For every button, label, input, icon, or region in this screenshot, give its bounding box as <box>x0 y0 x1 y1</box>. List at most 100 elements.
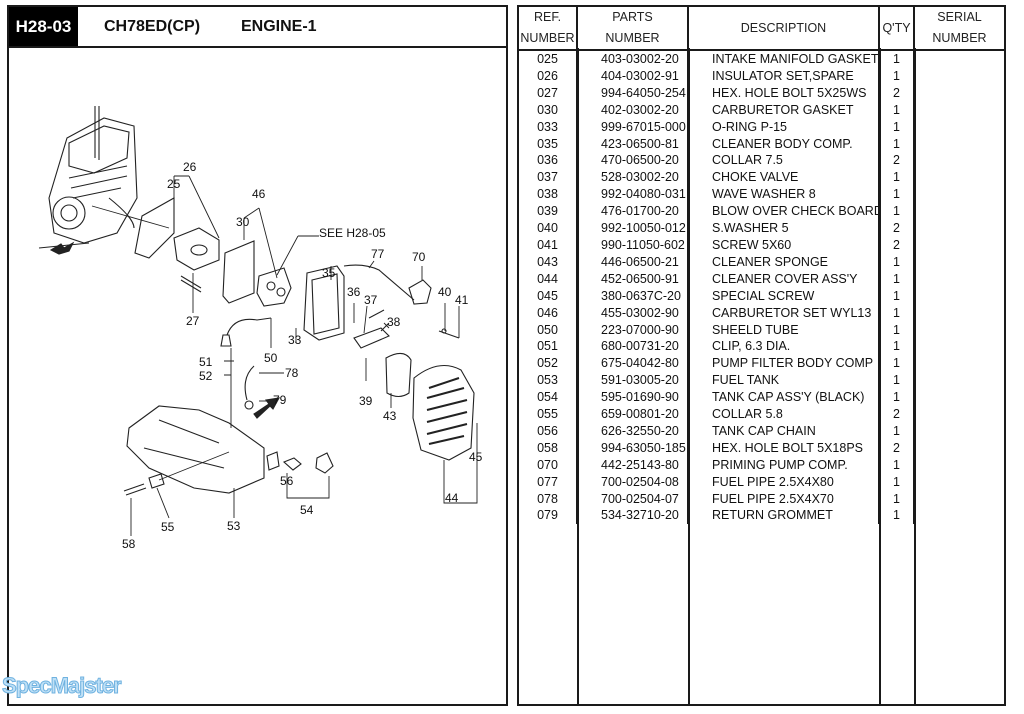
part-number-cell: 994-64050-254 <box>576 84 688 102</box>
arrow-marker <box>49 241 75 255</box>
ref-cell: 044 <box>537 271 558 286</box>
fuel-tank-drawing <box>126 405 265 494</box>
part-number-cell: 591-03005-20 <box>576 372 688 390</box>
callout-25: 25 <box>167 177 181 191</box>
serial-number-cell <box>913 203 1004 221</box>
quantity-cell: 2 <box>878 152 914 170</box>
cleaner-cover-drawing <box>412 364 475 461</box>
description-cell: O-RING P-15 <box>687 118 879 136</box>
arrow-marker <box>253 397 281 419</box>
quantity-cell: 1 <box>878 304 914 322</box>
ref-cell: 041 <box>537 237 558 252</box>
description-cell: WAVE WASHER 8 <box>687 186 879 204</box>
description-cell: SHEELD TUBE <box>687 321 879 339</box>
description-cell: CARBURETOR GASKET <box>687 101 879 119</box>
serial-number-cell <box>913 422 1004 440</box>
part-number-cell: 595-01690-90 <box>576 389 688 407</box>
description-cell: CLEANER COVER ASS'Y <box>687 270 879 288</box>
serial-number-cell <box>913 169 1004 187</box>
quantity-cell: 1 <box>878 67 914 85</box>
page-code-badge: H28-03 <box>9 7 78 46</box>
callout-55: 55 <box>161 520 175 534</box>
description-cell: TANK CAP ASS'Y (BLACK) <box>687 389 879 407</box>
quantity-cell: 1 <box>878 456 914 474</box>
quantity-cell: 1 <box>878 118 914 136</box>
ref-cell: 045 <box>537 288 558 303</box>
callout-54: 54 <box>300 503 314 517</box>
part-number-cell: 700-02504-08 <box>576 473 688 491</box>
callout-51: 51 <box>199 355 213 369</box>
part-number-cell: 675-04042-80 <box>576 355 688 373</box>
part-number-cell: 990-11050-602 <box>576 236 688 254</box>
ref-cell: 043 <box>537 254 558 269</box>
description-cell: FUEL PIPE 2.5X4X70 <box>687 490 879 508</box>
serial-number-cell <box>913 406 1004 423</box>
description-cell: FUEL PIPE 2.5X4X80 <box>687 473 879 491</box>
description-cell: CLIP, 6.3 DIA. <box>687 338 879 356</box>
callout-36: 36 <box>347 285 361 299</box>
column-header-description: DESCRIPTION <box>687 7 879 51</box>
serial-number-cell <box>913 236 1004 254</box>
see-reference-note[interactable]: SEE H28-05 <box>319 226 386 240</box>
serial-number-cell <box>913 270 1004 288</box>
part-number-cell: 403-03002-20 <box>576 50 688 68</box>
callout-43: 43 <box>383 409 397 423</box>
quantity-cell: 1 <box>878 490 914 508</box>
ref-cell: 038 <box>537 187 558 202</box>
description-cell: CARBURETOR SET WYL13 <box>687 304 879 322</box>
carburetor-drawing <box>256 267 292 307</box>
serial-number-cell <box>913 507 1004 525</box>
callout-38: 38 <box>387 315 401 329</box>
description-cell: RETURN GROMMET <box>687 507 879 525</box>
quantity-cell: 1 <box>878 507 914 525</box>
ref-cell: 050 <box>537 322 558 337</box>
part-number-cell: 223-07000-90 <box>576 321 688 339</box>
priming-pump-drawing <box>408 279 432 305</box>
description-cell: TANK CAP CHAIN <box>687 422 879 440</box>
callout-53: 53 <box>227 519 241 533</box>
quantity-cell: 2 <box>878 220 914 237</box>
section-title: ENGINE-1 <box>241 18 317 35</box>
part-number-cell: 423-06500-81 <box>576 135 688 153</box>
callout-45: 45 <box>469 450 483 464</box>
ref-cell: 025 <box>537 52 558 66</box>
serial-number-cell <box>913 50 1004 68</box>
part-number-cell: 992-10050-012 <box>576 220 688 237</box>
ref-cell: 027 <box>537 85 558 100</box>
callout-26: 26 <box>183 160 197 174</box>
description-cell: S.WASHER 5 <box>687 220 879 237</box>
serial-number-cell <box>913 67 1004 85</box>
serial-number-cell <box>913 355 1004 373</box>
ref-cell: 079 <box>537 508 558 523</box>
